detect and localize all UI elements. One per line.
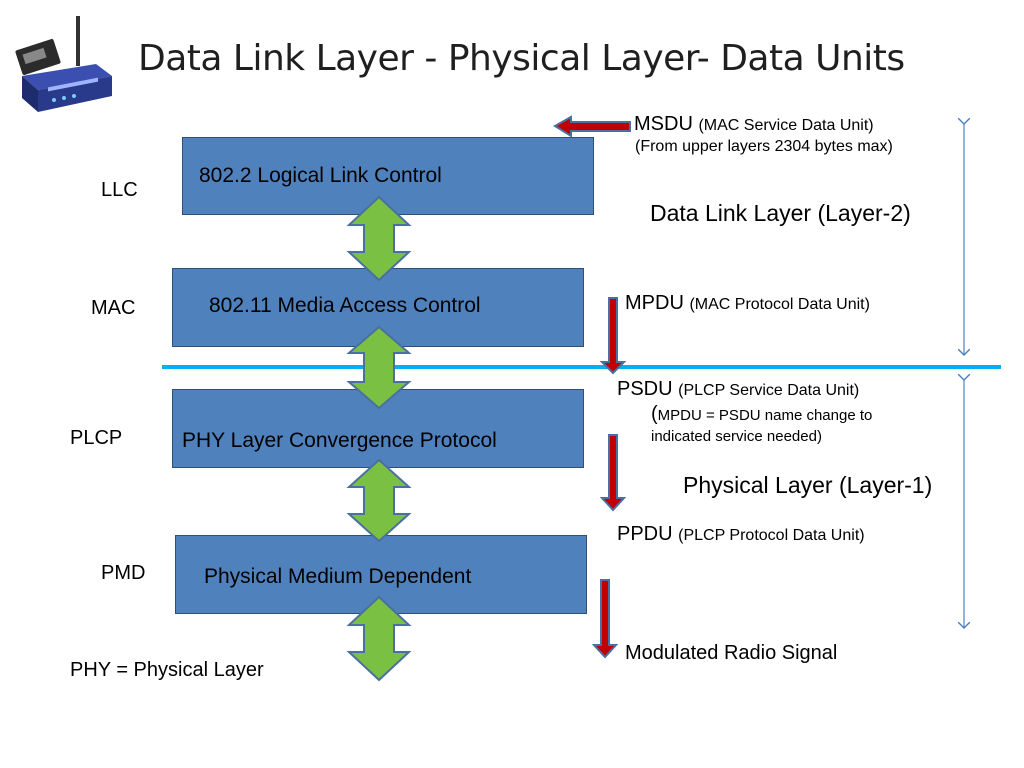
psdu-expansion: (PLCP Service Data Unit)	[678, 382, 860, 399]
psdu-abbr: PSDU	[617, 378, 673, 400]
ppdu-arrow	[591, 579, 619, 659]
psdu-note: (MPDU = PSDU name change to indicated se…	[651, 404, 872, 447]
psdu-arrow	[599, 434, 627, 512]
mpdu-arrow	[599, 297, 627, 375]
msdu-expansion: (MAC Service Data Unit)	[698, 117, 874, 134]
router-icon	[15, 16, 112, 112]
ppdu-label: PPDU (PLCP Protocol Data Unit)	[617, 523, 865, 546]
double-arrow-mac-plcp	[346, 325, 412, 410]
mpdu-label: MPDU (MAC Protocol Data Unit)	[625, 292, 870, 315]
plcp-box-label: PHY Layer Convergence Protocol	[182, 429, 497, 452]
mac-label: MAC	[91, 297, 136, 319]
plcp-label: PLCP	[70, 427, 123, 449]
mac-box-label: 802.11 Media Access Control	[209, 294, 481, 317]
mpdu-abbr: MPDU	[625, 292, 684, 314]
network-card-icon	[15, 38, 61, 76]
llc-box: 802.2 Logical Link Control	[182, 137, 594, 215]
llc-label: LLC	[101, 179, 138, 201]
double-arrow-llc-mac	[346, 195, 412, 282]
psdu-note-line1: MPDU = PSDU name change to	[657, 407, 873, 424]
double-arrow-pmd-radio	[346, 595, 412, 682]
phy-note: PHY = Physical Layer	[70, 659, 264, 681]
radio-signal-label: Modulated Radio Signal	[625, 642, 838, 664]
msdu-label: MSDU (MAC Service Data Unit)	[634, 113, 874, 136]
msdu-arrow	[553, 115, 631, 138]
msdu-abbr: MSDU	[634, 113, 693, 135]
psdu-note-line2: indicated service needed)	[651, 428, 822, 445]
slide-title: Data Link Layer - Physical Layer- Data U…	[138, 38, 905, 79]
psdu-label: PSDU (PLCP Service Data Unit)	[617, 378, 859, 401]
llc-box-label: 802.2 Logical Link Control	[199, 164, 442, 187]
ppdu-expansion: (PLCP Protocol Data Unit)	[678, 527, 865, 544]
msdu-detail: (From upper layers 2304 bytes max)	[635, 138, 893, 155]
psdu-note-paren: (	[651, 403, 658, 425]
layer1-label: Physical Layer (Layer-1)	[683, 472, 933, 498]
mpdu-expansion: (MAC Protocol Data Unit)	[689, 296, 870, 313]
ppdu-abbr: PPDU	[617, 523, 673, 545]
layer2-label: Data Link Layer (Layer-2)	[650, 200, 911, 226]
pmd-label: PMD	[101, 562, 146, 584]
double-arrow-plcp-pmd	[346, 458, 412, 543]
pmd-box-label: Physical Medium Dependent	[204, 565, 472, 588]
